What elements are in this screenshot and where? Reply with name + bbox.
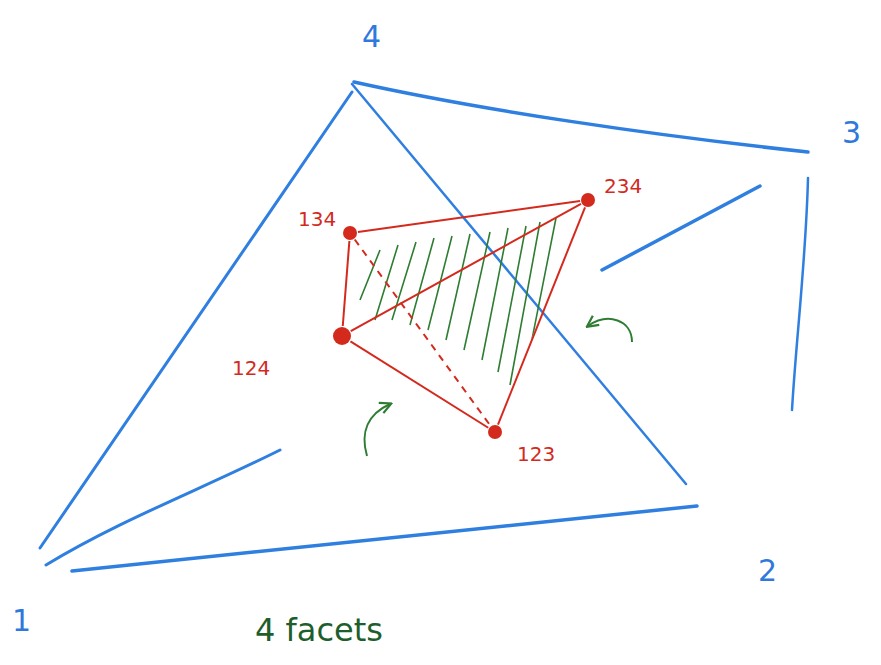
caption: 4 facets: [255, 614, 383, 646]
facet-label: 234: [604, 176, 642, 196]
vertex-dot: 234: [581, 193, 595, 207]
tetrahedron-edges: [40, 82, 808, 571]
edge-line: [354, 82, 808, 152]
vertex-dot: 124: [333, 327, 351, 345]
vertex-number: 2: [758, 556, 777, 586]
vertex-dot: 123: [488, 425, 502, 439]
facet-edge: [498, 207, 585, 424]
vertex-number: 1: [12, 606, 31, 636]
edge-line: [40, 92, 352, 548]
hidden-edge-stroke: [602, 186, 760, 270]
hidden-edge: [355, 239, 491, 425]
edge-line: [352, 84, 686, 484]
vertex-number: 4: [362, 22, 381, 52]
facet-label: 124: [232, 358, 270, 378]
edge-line: [792, 178, 808, 410]
hidden-edge-stroke: [46, 450, 280, 565]
rotation-arrow: [588, 319, 632, 342]
vertex-dot: 134: [343, 226, 357, 240]
facet-edge: [350, 341, 488, 427]
facet-edge: [343, 241, 350, 326]
edge-line: [72, 506, 697, 571]
facet-edge: [358, 201, 580, 232]
vertex-number: 3: [842, 118, 861, 148]
facet-edge: [351, 204, 581, 331]
rotation-arrow: [365, 404, 390, 456]
facet-label: 134: [298, 209, 336, 229]
facet-label: 123: [517, 444, 555, 464]
